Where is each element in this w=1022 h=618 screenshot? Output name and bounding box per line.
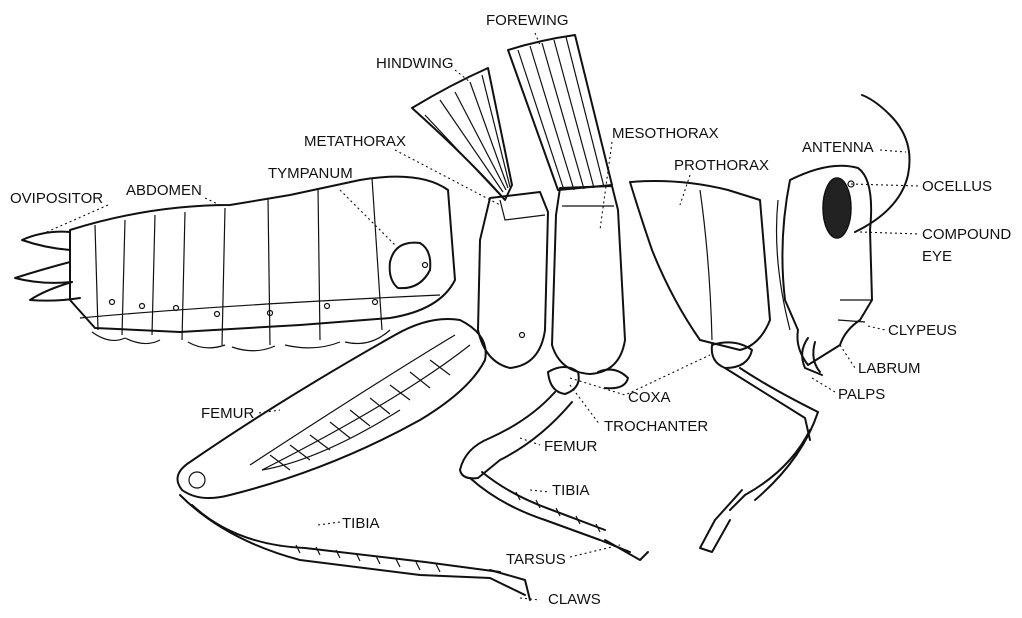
label-palps: PALPS xyxy=(838,386,885,403)
label-ovipositor: OVIPOSITOR xyxy=(10,190,103,207)
label-tympanum: TYMPANUM xyxy=(268,165,353,182)
label-metathorax: METATHORAX xyxy=(304,133,406,150)
label-antenna: ANTENNA xyxy=(802,139,874,156)
label-compound-eye-line2: EYE xyxy=(922,248,952,265)
thorax-drawing xyxy=(478,181,770,374)
label-claws: CLAWS xyxy=(548,591,601,608)
label-prothorax: PROTHORAX xyxy=(674,157,769,174)
leader-lines xyxy=(40,33,920,600)
label-compound-eye-line1: COMPOUND xyxy=(922,226,1011,243)
middle-leg-drawing xyxy=(460,367,648,560)
label-ocellus: OCELLUS xyxy=(922,178,992,195)
labels: FOREWING HINDWING METATHORAX MESOTHORAX … xyxy=(10,12,1011,608)
label-hindwing: HINDWING xyxy=(376,55,454,72)
label-tibia-mid: TIBIA xyxy=(552,482,590,499)
label-clypeus: CLYPEUS xyxy=(888,322,957,339)
label-femur-hind: FEMUR xyxy=(201,405,254,422)
label-tarsus: TARSUS xyxy=(506,551,566,568)
label-forewing: FOREWING xyxy=(486,12,569,29)
label-trochanter: TROCHANTER xyxy=(604,418,708,435)
label-abdomen: ABDOMEN xyxy=(126,182,202,199)
label-coxa: COXA xyxy=(628,389,671,406)
hind-leg-drawing xyxy=(178,319,531,600)
label-mesothorax: MESOTHORAX xyxy=(612,125,719,142)
label-femur-mid: FEMUR xyxy=(544,438,597,455)
front-leg-drawing xyxy=(700,342,818,552)
forewing-drawing xyxy=(508,35,612,190)
label-labrum: LABRUM xyxy=(858,360,921,377)
label-tibia-hind: TIBIA xyxy=(342,515,380,532)
